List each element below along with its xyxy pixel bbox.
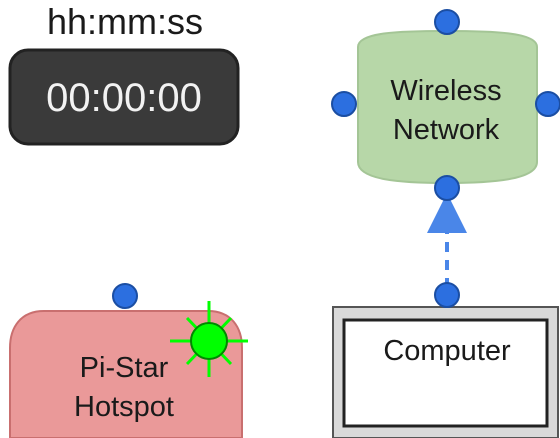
network-port-right[interactable] [535, 91, 560, 117]
timer-format-label: hh:mm:ss [47, 1, 203, 42]
computer-node[interactable]: Computer [332, 306, 559, 438]
hotspot-port-top[interactable] [112, 283, 138, 309]
wireless-network-label-line1: Wireless [390, 75, 501, 107]
timer-display-box [8, 48, 240, 146]
network-port-left[interactable] [331, 91, 357, 117]
computer-label: Computer [383, 335, 511, 367]
green-led-icon [170, 301, 248, 377]
wireless-network-shape [357, 29, 538, 185]
hotspot-label-line2: Hotspot [74, 391, 174, 423]
computer-screen [342, 318, 549, 428]
network-port-bottom[interactable] [434, 175, 460, 201]
wireless-network-node[interactable]: Wireless Network [357, 29, 538, 185]
hotspot-node[interactable]: Pi-Star Hotspot [9, 310, 243, 438]
wireless-network-label-line2: Network [393, 114, 500, 146]
network-port-top[interactable] [434, 9, 460, 35]
timer-display-value: 00:00:00 [46, 76, 202, 120]
hotspot-label-line1: Pi-Star [80, 352, 169, 384]
computer-port-top[interactable] [434, 282, 460, 308]
timer-widget: hh:mm:ss 00:00:00 [8, 1, 240, 146]
